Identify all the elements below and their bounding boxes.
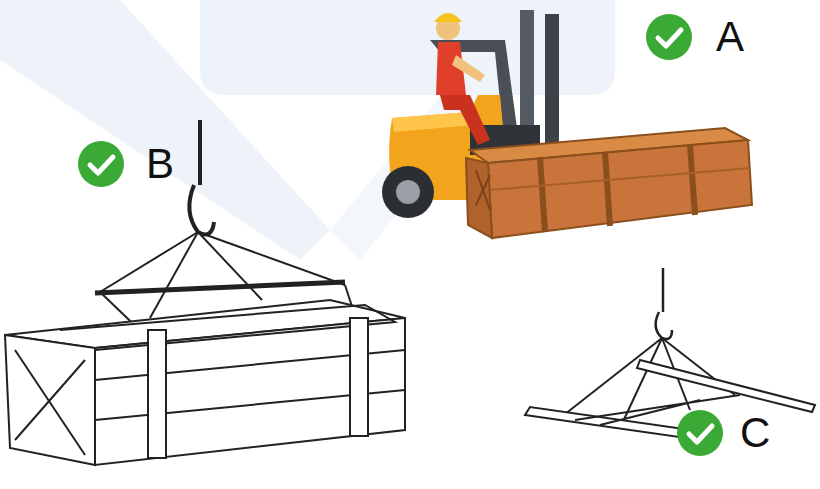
sling-lift (5, 120, 405, 465)
wooden-crate (466, 128, 752, 238)
check-mark (78, 141, 124, 187)
check-mark (677, 410, 723, 456)
option-letter: B (146, 143, 174, 185)
option-letter: A (716, 16, 744, 58)
check-mark (646, 14, 692, 60)
board-lift (525, 268, 815, 440)
option-letter: C (740, 412, 770, 454)
